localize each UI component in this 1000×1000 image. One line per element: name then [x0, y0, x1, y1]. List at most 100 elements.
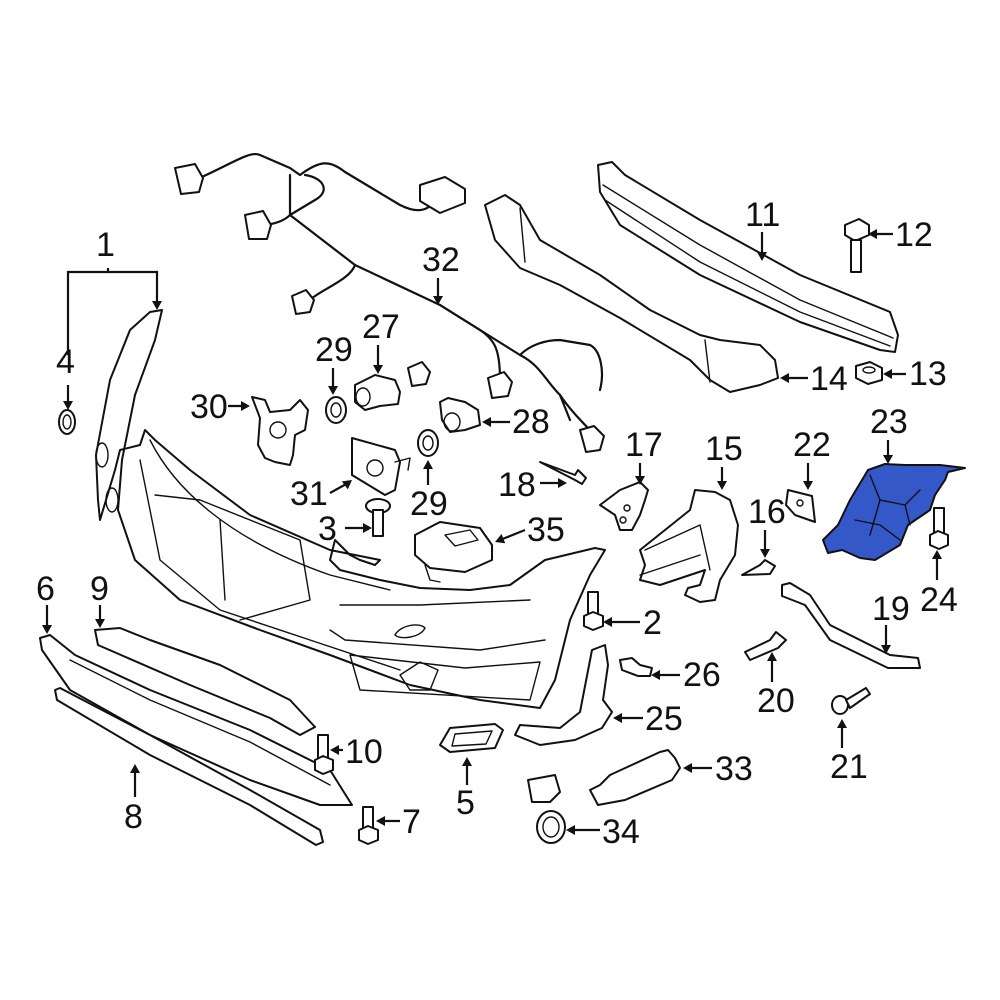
part-32-wiring-harness[interactable] [174, 152, 605, 453]
part-17-bracket[interactable] [599, 481, 649, 531]
part-24-bolt[interactable] [929, 507, 949, 550]
arrowhead-13 [883, 369, 892, 379]
part-13-nut[interactable] [855, 361, 883, 385]
callout-30: 30 [190, 388, 228, 426]
part-20-rivet[interactable] [744, 631, 787, 661]
callout-10: 10 [345, 733, 383, 771]
part-31-sensor-housing[interactable] [351, 437, 411, 496]
part-4-grommet[interactable] [58, 409, 76, 435]
arrowhead-12 [868, 229, 877, 239]
part-34-sensor-holder[interactable] [527, 774, 566, 844]
arrowhead-19 [881, 645, 891, 654]
callout-4: 4 [56, 343, 75, 381]
arrowhead-29b [423, 460, 433, 469]
callout-29b: 29 [410, 485, 448, 523]
part-21-screw[interactable] [831, 687, 871, 715]
callout-2: 2 [643, 604, 662, 642]
part-27-park-sensor[interactable] [354, 374, 401, 411]
part-11-reinforcement[interactable] [597, 161, 899, 353]
callout-7: 7 [402, 803, 421, 841]
callout-31: 31 [290, 475, 328, 513]
part-26-clip[interactable] [619, 657, 653, 677]
callout-33: 33 [715, 750, 753, 788]
arrowhead-32 [433, 296, 443, 305]
arrowhead-15 [717, 481, 727, 490]
part-29-ring-b[interactable] [417, 429, 439, 457]
part-30-sensor-bracket[interactable] [251, 396, 309, 466]
arrowhead-9 [95, 619, 105, 628]
part-28-park-sensor[interactable] [439, 397, 481, 433]
callout-6: 6 [36, 570, 55, 608]
part-2-bolt[interactable] [583, 591, 604, 631]
callout-18: 18 [498, 466, 536, 504]
part-9-lower-trim[interactable] [94, 627, 316, 736]
leader-line-1 [66, 268, 110, 355]
part-1-bumper-cover[interactable] [95, 309, 606, 709]
part-14-absorber[interactable] [484, 194, 779, 393]
part-25-side-bracket[interactable] [514, 644, 613, 746]
arrowhead-17 [635, 476, 645, 485]
part-7-bolt[interactable] [358, 806, 379, 845]
arrowhead-25 [613, 713, 622, 723]
part-15-mount-bracket[interactable] [639, 489, 739, 603]
part-10-bolt[interactable] [314, 734, 334, 775]
arrowhead-2 [603, 617, 612, 627]
callout-28: 28 [512, 403, 550, 441]
callout-8: 8 [124, 798, 143, 836]
arrowhead-35 [495, 534, 506, 544]
arrowhead-33 [683, 763, 692, 773]
part-23-bracket-highlighted[interactable] [822, 463, 966, 561]
callout-32: 32 [422, 241, 460, 279]
callout-24: 24 [920, 581, 958, 619]
leader-line-1b [108, 270, 159, 305]
arrowhead-34 [566, 825, 575, 835]
arrowhead-10 [330, 745, 339, 755]
part-8-molding[interactable] [54, 687, 324, 846]
leader-lines [42, 229, 942, 835]
callout-25: 25 [645, 700, 683, 738]
arrowhead-6 [42, 625, 52, 634]
part-22-clip[interactable] [785, 489, 816, 523]
arrowhead-30 [241, 401, 250, 411]
callout-27: 27 [362, 308, 400, 346]
callout-17: 17 [625, 426, 663, 464]
callout-34: 34 [602, 813, 640, 851]
arrowhead-7 [376, 816, 385, 826]
arrowhead-22 [803, 481, 813, 490]
arrowhead-21 [837, 719, 847, 728]
callout-1: 1 [96, 226, 115, 264]
callout-12: 12 [895, 216, 933, 254]
arrowhead-31 [341, 480, 352, 490]
arrowhead-28 [482, 417, 491, 427]
part-35-control-module[interactable] [414, 521, 493, 583]
arrowhead-18 [558, 478, 567, 488]
callout-19: 19 [872, 590, 910, 628]
arrowhead-23 [883, 455, 893, 464]
arrowhead-5 [462, 757, 472, 766]
callout-11: 11 [745, 196, 781, 234]
arrowhead-24 [932, 550, 942, 559]
arrowhead-20 [767, 652, 777, 661]
callout-35: 35 [527, 511, 565, 549]
leader-line-35 [499, 528, 526, 542]
part-12-bolt[interactable] [844, 218, 870, 273]
part-18-rivet-pin[interactable] [539, 461, 587, 485]
part-6-lower-grille[interactable] [39, 634, 353, 806]
arrowhead-11 [757, 252, 767, 261]
arrowhead-16 [760, 549, 770, 558]
arrowhead-1b [152, 301, 162, 310]
part-29-ring-a[interactable] [325, 396, 347, 424]
part-19-support-strap[interactable] [781, 582, 921, 669]
part-3-screw[interactable] [365, 498, 391, 537]
part-33-sensor[interactable] [589, 749, 681, 806]
part-16-screw[interactable] [741, 559, 776, 576]
callout-26: 26 [683, 656, 721, 694]
callout-13: 13 [909, 355, 947, 393]
callout-9: 9 [90, 570, 109, 608]
part-5-trim-ring[interactable] [439, 723, 504, 753]
callout-5: 5 [456, 784, 475, 822]
callout-14: 14 [810, 360, 848, 398]
arrowhead-14 [780, 373, 789, 383]
